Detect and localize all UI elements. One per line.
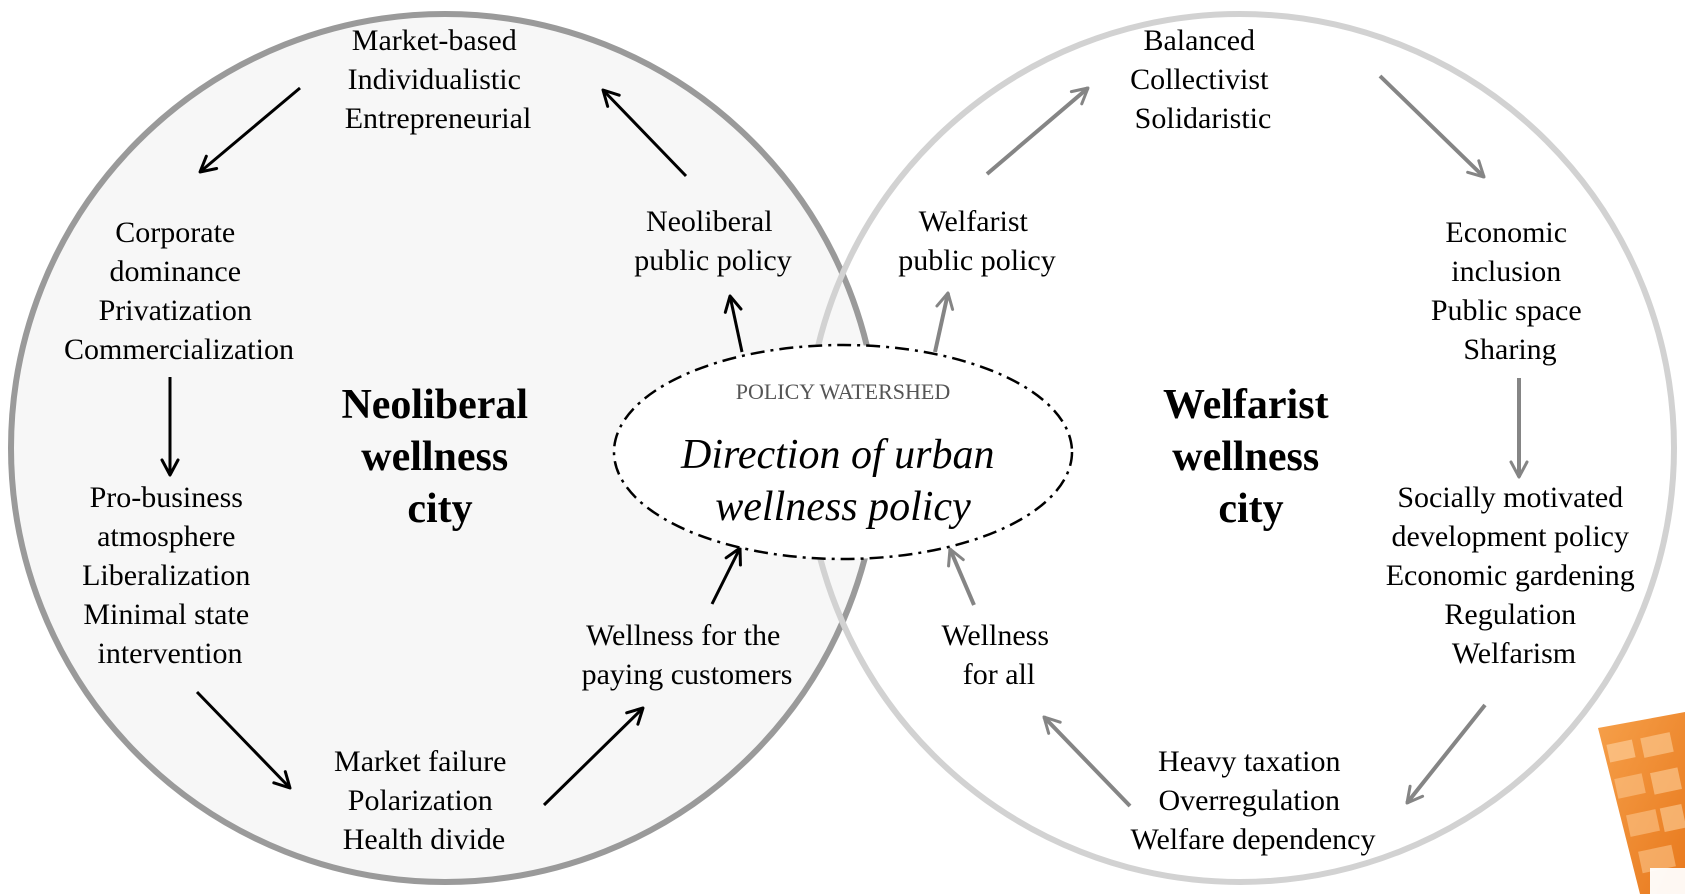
arrow-mid-left-to-bottom	[195, 690, 292, 790]
label-wellness-for-all: Wellness for all	[941, 619, 1056, 691]
arrow-center-to-upper-right	[723, 294, 744, 353]
label-heavy-taxation: Heavy taxation Overregulation Welfare de…	[1131, 745, 1376, 856]
arrow-mid-right-to-bottom	[1405, 703, 1487, 805]
arrow-bottom-to-lower-right	[542, 706, 645, 807]
arrow-top-to-upper-left	[198, 86, 301, 174]
label-market-based: Market-based Individualistic Entrepreneu…	[345, 24, 532, 135]
arrow-upper-left-to-top	[985, 86, 1090, 176]
label-pro-business: Pro-business atmosphere Liberalization M…	[82, 481, 258, 670]
welfarist-wellness-city-title: Welfarist wellness city	[1163, 382, 1339, 532]
arrow-center-to-upper-left	[933, 291, 955, 353]
neoliberal-cycle-arrows	[160, 86, 744, 807]
arrow-lower-right-to-center	[710, 546, 742, 605]
label-corporate-dominance: Corporate dominance Privatization Commer…	[64, 216, 294, 366]
label-economic-inclusion: Economic inclusion Public space Sharing	[1431, 216, 1589, 366]
label-socially-motivated: Socially motivated development policy Ec…	[1386, 481, 1643, 670]
arrow-top-to-upper-right	[1378, 74, 1486, 179]
arrow-upper-right-to-top	[601, 88, 688, 178]
label-wellness-for-paying-customers: Wellness for the paying customers	[582, 619, 793, 691]
neoliberal-wellness-city-title: Neoliberal wellness city	[341, 382, 538, 532]
arrow-bottom-to-lower-left	[1042, 715, 1132, 808]
label-welfarist-public-policy: Welfarist public policy	[898, 205, 1055, 277]
arrow-lower-left-to-center	[947, 547, 976, 606]
welfarist-cycle-arrows	[933, 74, 1529, 808]
label-neoliberal-public-policy: Neoliberal public policy	[634, 205, 791, 277]
policy-watershed-label: POLICY WATERSHED	[736, 379, 951, 404]
label-balanced: Balanced Collectivist Solidaristic	[1130, 24, 1276, 135]
label-market-failure: Market failure Polarization Health divid…	[334, 745, 514, 856]
policy-watershed-ellipse	[612, 343, 1074, 561]
direction-text: Direction of urban wellness policy	[680, 432, 1005, 530]
book-cover-decoration	[1598, 712, 1685, 894]
